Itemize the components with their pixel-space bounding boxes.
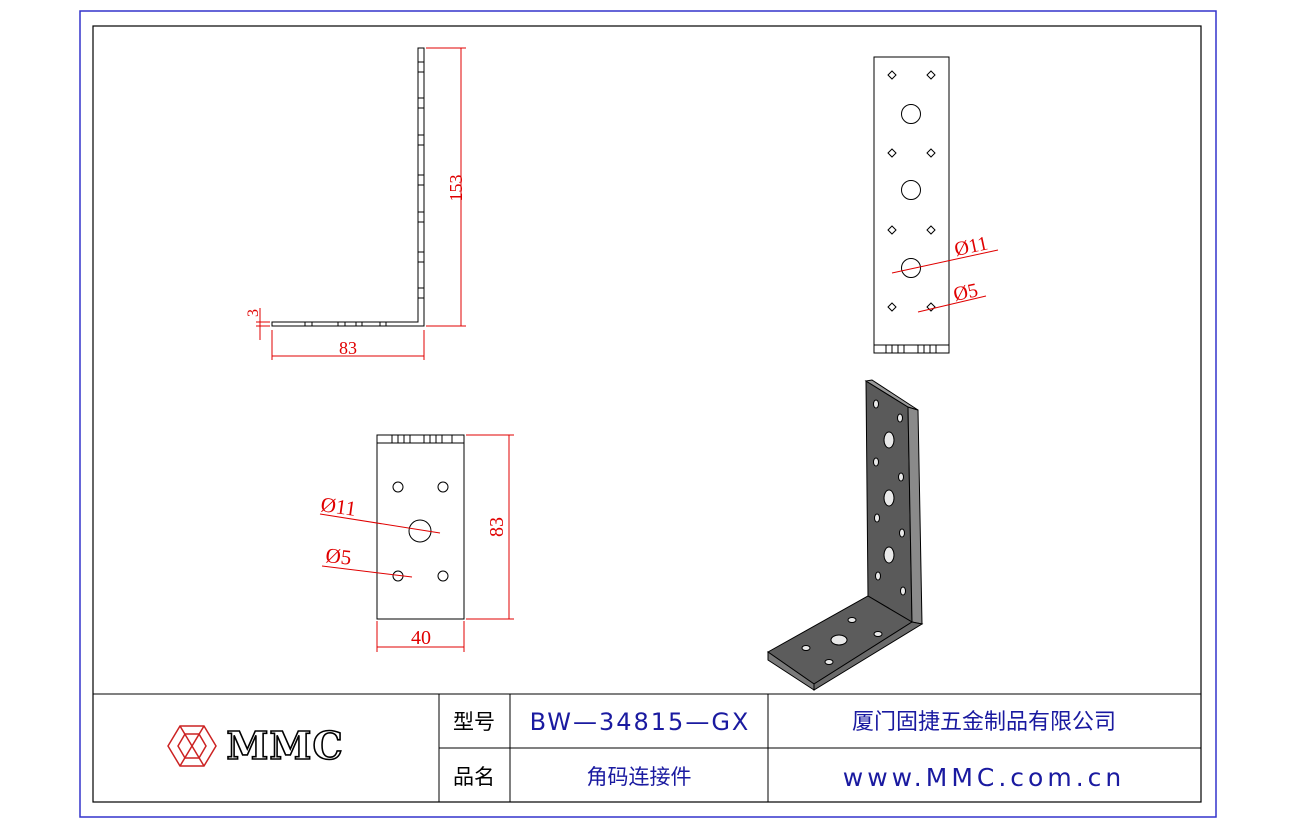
thickness-label: 3: [245, 309, 262, 317]
bottom-width-label: 40: [411, 627, 431, 649]
face-view-bottom: Ø11 Ø5 83 40: [319, 434, 514, 652]
top-small-hole-label: Ø5: [951, 279, 979, 306]
bottom-height-label: 83: [486, 517, 508, 537]
bottom-large-hole-label: Ø11: [319, 492, 357, 521]
model-value: BW—34815—GX: [530, 708, 751, 736]
mmc-logo: MMC: [167, 722, 343, 769]
side-view: 153 83 3: [245, 47, 466, 360]
name-value: 角码连接件: [587, 765, 692, 789]
bottom-small-hole-label: Ø5: [324, 543, 352, 570]
model-label: 型号: [453, 710, 495, 734]
isometric-view: [767, 379, 924, 691]
inner-border: [92, 25, 1202, 803]
outer-border: [79, 10, 1217, 818]
website: www.MMC.com.cn: [843, 763, 1125, 792]
company-name: 厦门固捷五金制品有限公司: [852, 710, 1116, 735]
top-large-hole-label: Ø11: [952, 232, 990, 261]
name-label: 品名: [453, 765, 495, 789]
side-width-label: 83: [339, 338, 357, 358]
title-block: [93, 693, 1201, 802]
face-view-top: Ø11 Ø5: [873, 56, 999, 354]
logo-text: MMC: [226, 723, 343, 768]
side-height-label: 153: [446, 175, 466, 202]
